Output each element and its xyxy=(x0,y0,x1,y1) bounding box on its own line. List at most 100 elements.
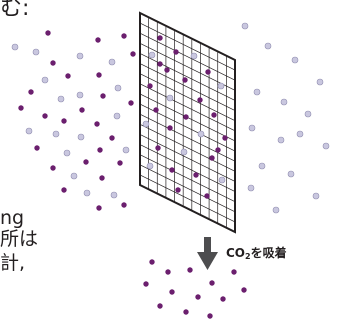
air-molecule xyxy=(77,92,83,98)
adsorb-text: を吸着 xyxy=(251,246,287,260)
filter-panel xyxy=(140,13,235,232)
co2-molecule xyxy=(205,69,210,74)
co2-molecule xyxy=(109,135,114,140)
co2-molecule xyxy=(143,281,148,286)
co2-molecule xyxy=(83,159,88,164)
air-molecule xyxy=(143,121,149,127)
air-molecule xyxy=(191,53,197,59)
co2-molecule xyxy=(34,145,39,150)
co2-molecule xyxy=(157,61,162,66)
co2-molecule xyxy=(165,269,170,274)
captured-co2-molecules xyxy=(143,259,246,318)
air-molecule xyxy=(297,131,303,137)
co2-molecule xyxy=(61,118,66,123)
co2-molecule xyxy=(128,100,133,105)
co2-molecule xyxy=(175,187,180,192)
air-molecule xyxy=(278,137,284,143)
adsorb-co2-label: CO2を吸着 xyxy=(226,247,287,261)
co2-molecule xyxy=(169,289,174,294)
co2-molecule xyxy=(155,145,160,150)
co2-molecule xyxy=(153,107,158,112)
co2-molecule xyxy=(220,296,225,301)
air-molecule xyxy=(26,128,32,134)
air-molecule xyxy=(64,150,70,156)
co2-molecule xyxy=(147,83,152,88)
air-molecule xyxy=(248,185,254,191)
air-molecule xyxy=(84,190,90,196)
co2-molecule xyxy=(207,313,212,318)
air-molecule xyxy=(219,177,225,183)
air-molecule xyxy=(242,23,248,29)
co2-molecule xyxy=(130,51,135,56)
air-molecule xyxy=(254,89,260,95)
air-molecule xyxy=(218,83,224,89)
co2-molecule xyxy=(96,205,101,210)
co2-molecule xyxy=(209,280,214,285)
co2-molecule xyxy=(50,165,55,170)
air-molecule xyxy=(317,79,323,85)
co2-molecule xyxy=(241,287,246,292)
co2-molecule xyxy=(42,113,47,118)
co2-molecule xyxy=(94,121,99,126)
air-molecule xyxy=(114,113,120,119)
co2-molecule xyxy=(167,125,172,130)
co2-molecule xyxy=(50,60,55,65)
co2-molecule xyxy=(187,267,192,272)
co2-molecule xyxy=(97,147,102,152)
air-molecule xyxy=(111,192,117,198)
co2-molecule xyxy=(215,147,220,152)
co2-molecule xyxy=(100,93,105,98)
co2-molecule xyxy=(211,112,216,117)
co2-text: CO xyxy=(226,246,245,260)
co2-molecule xyxy=(61,187,66,192)
air-molecule xyxy=(198,131,204,137)
air-molecule xyxy=(313,193,319,199)
air-molecule xyxy=(12,44,18,50)
co2-molecule xyxy=(18,105,23,110)
air-molecule xyxy=(58,96,64,102)
air-molecule xyxy=(33,49,39,55)
co2-molecule xyxy=(157,303,162,308)
air-molecule xyxy=(323,143,329,149)
co2-molecule xyxy=(222,135,227,140)
air-molecule xyxy=(149,52,155,58)
co2-molecule xyxy=(209,155,214,160)
air-molecule xyxy=(259,163,265,169)
co2-molecule xyxy=(157,35,162,40)
air-molecule xyxy=(249,125,255,131)
co2-molecule xyxy=(164,67,169,72)
air-molecule xyxy=(288,171,294,177)
co2-molecule xyxy=(65,73,70,78)
down-arrow-icon xyxy=(197,237,218,270)
air-molecule xyxy=(78,134,84,140)
co2-molecule xyxy=(182,77,187,82)
air-molecule xyxy=(292,57,298,63)
air-molecule xyxy=(273,207,279,213)
co2-molecule xyxy=(45,30,50,35)
co2-molecule xyxy=(99,175,104,180)
filter-frame xyxy=(140,13,235,232)
co2-molecule xyxy=(173,49,178,54)
co2-molecule xyxy=(169,167,174,172)
co2-molecule xyxy=(183,114,188,119)
air-molecule xyxy=(181,149,187,155)
air-molecule xyxy=(71,173,77,179)
co2-molecule xyxy=(117,160,122,165)
co2-molecule xyxy=(183,309,188,314)
co2-molecule xyxy=(28,89,33,94)
co2-molecule xyxy=(195,294,200,299)
air-molecule xyxy=(109,59,115,65)
air-molecule xyxy=(167,95,173,101)
co2-molecule xyxy=(197,97,202,102)
air-molecule xyxy=(281,99,287,105)
air-molecule xyxy=(53,131,59,137)
air-molecule xyxy=(115,85,121,91)
co2-molecule xyxy=(121,202,126,207)
air-molecule xyxy=(123,147,129,153)
co2-molecule xyxy=(79,107,84,112)
co2-molecule xyxy=(204,193,209,198)
co2-molecule xyxy=(95,37,100,42)
air-molecule xyxy=(42,77,48,83)
co2-molecule xyxy=(96,72,101,77)
